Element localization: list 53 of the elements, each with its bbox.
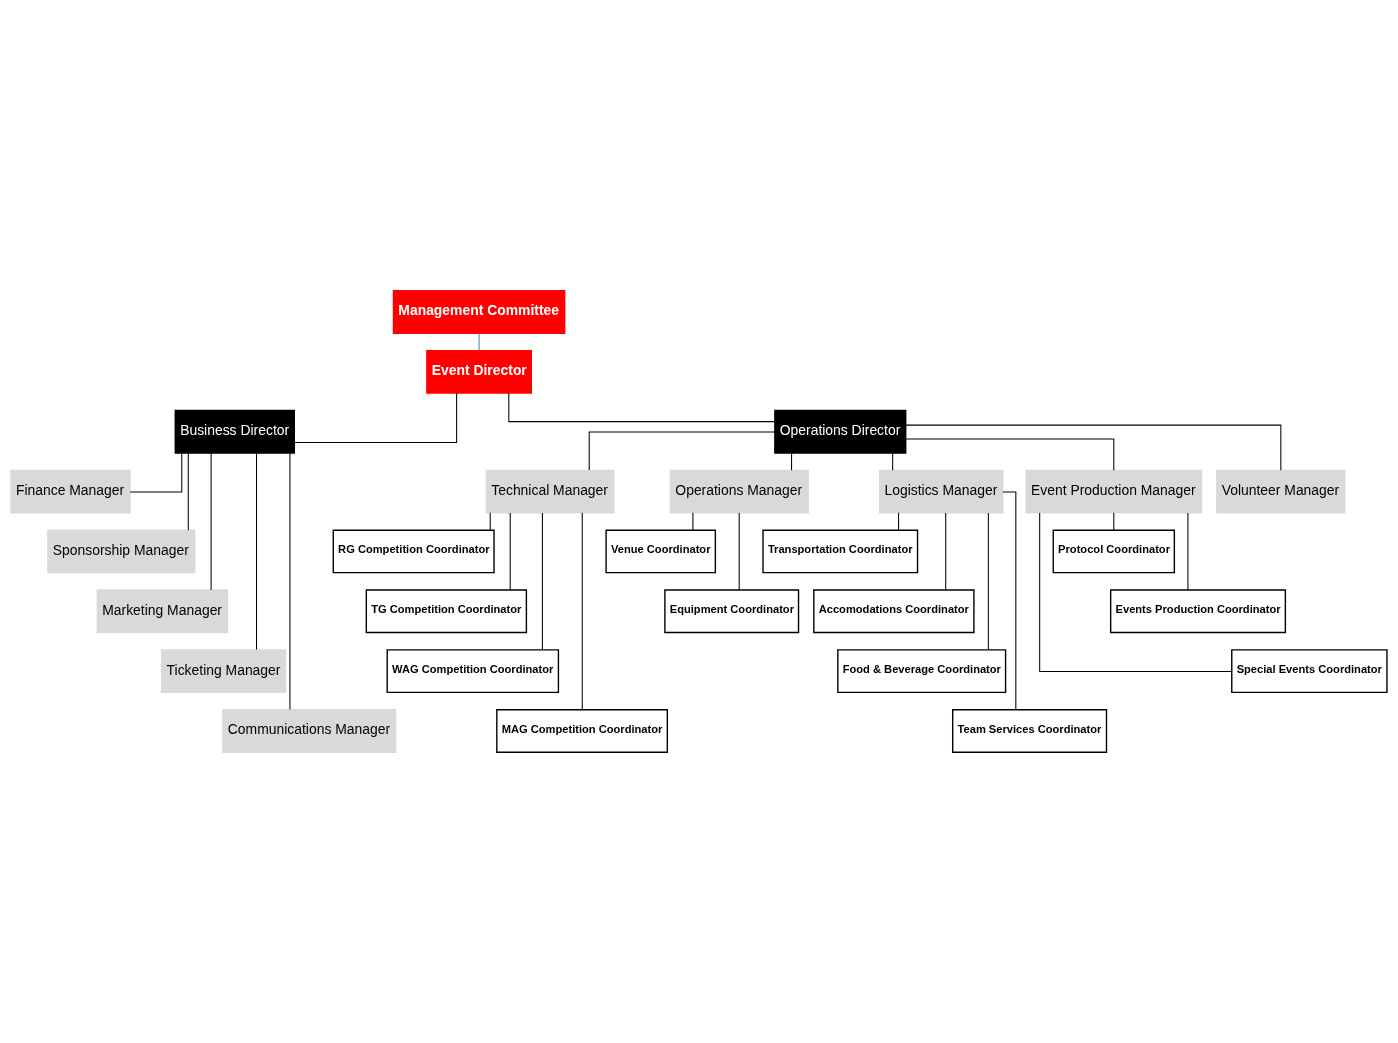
node-box: Operations Director <box>774 409 907 454</box>
node-box: Food & Beverage Coordinator <box>837 649 1007 694</box>
connector <box>588 431 776 471</box>
node-box: Management Committee <box>392 290 566 334</box>
connector <box>541 512 543 651</box>
node-box: Equipment Coordinator <box>664 589 800 634</box>
node-box: Ticketing Manager <box>161 649 287 694</box>
connector <box>1039 512 1233 672</box>
node-box: Accomodations Coordinator <box>813 589 975 634</box>
connector <box>791 452 793 471</box>
node-box: Communications Manager <box>222 709 397 753</box>
connector <box>581 512 583 710</box>
node-box: Sponsorship Manager <box>47 529 196 574</box>
connector <box>210 452 212 591</box>
node-box: Volunteer Manager <box>1216 469 1346 514</box>
node-box: Venue Coordinator <box>605 529 717 574</box>
connector <box>294 392 458 444</box>
node-box: Team Services Coordinator <box>952 709 1108 753</box>
connector <box>905 424 1282 471</box>
node-box: Events Production Coordinator <box>1109 589 1287 634</box>
connector <box>478 332 480 351</box>
node-box: Event Director <box>426 349 532 394</box>
node-box: Event Production Manager <box>1025 469 1203 514</box>
connector <box>508 392 776 423</box>
connector <box>1113 512 1115 531</box>
node-box: Technical Manager <box>485 469 615 514</box>
connector <box>509 512 511 591</box>
connector <box>898 512 900 531</box>
connector <box>945 512 947 591</box>
connector <box>738 512 740 591</box>
node-box: Protocol Coordinator <box>1052 529 1176 574</box>
node-box: Transportation Coordinator <box>762 529 919 574</box>
node-box: Logistics Manager <box>878 469 1004 514</box>
node-box: Special Events Coordinator <box>1231 649 1388 694</box>
connector <box>256 452 258 651</box>
connector <box>987 512 989 651</box>
connector <box>289 452 291 711</box>
node-box: Business Director <box>174 409 295 454</box>
node-box: Operations Manager <box>669 469 809 514</box>
node-box: RG Competition Coordinator <box>332 529 495 574</box>
node-box: WAG Competition Coordinator <box>386 649 560 694</box>
connector <box>692 512 694 531</box>
connector <box>905 438 1115 471</box>
connector <box>489 512 491 531</box>
node-box: TG Competition Coordinator <box>365 589 528 634</box>
connector <box>129 452 183 493</box>
node-box: Marketing Manager <box>96 589 229 634</box>
connector <box>892 452 894 471</box>
node-box: Finance Manager <box>10 469 131 514</box>
connector <box>1002 491 1017 711</box>
connector <box>1187 512 1189 591</box>
node-box: MAG Competition Coordinator <box>496 709 669 753</box>
connector <box>187 452 189 531</box>
